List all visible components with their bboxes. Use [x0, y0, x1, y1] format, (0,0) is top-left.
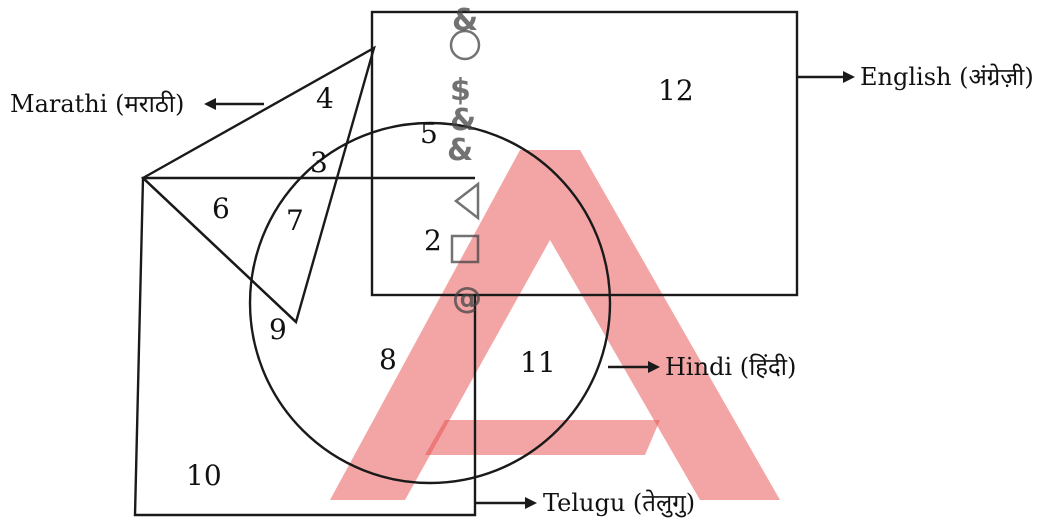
region-3: 3	[310, 146, 328, 179]
marathi-side-line	[142, 177, 297, 323]
region-7: 7	[286, 204, 304, 237]
region-5: 5	[420, 117, 438, 150]
region-12: 12	[658, 74, 694, 107]
region-8: 8	[379, 343, 397, 376]
region-4: 4	[316, 82, 334, 115]
watermark-logo	[330, 150, 780, 500]
hindi-arrowhead	[648, 361, 660, 373]
english-arrowhead	[843, 71, 855, 83]
marathi-arrowhead	[204, 98, 216, 110]
telugu-arrowhead	[525, 497, 537, 509]
symbol-dollar: $	[450, 73, 471, 108]
symbol-at: @	[452, 281, 482, 316]
square-symbol	[450, 234, 480, 264]
region-2: 2	[424, 224, 442, 257]
telugu-square	[133, 176, 477, 517]
triangle-symbol	[453, 181, 480, 221]
region-10: 10	[186, 459, 222, 492]
region-9: 9	[269, 313, 287, 346]
region-6: 6	[212, 192, 230, 225]
region-11: 11	[520, 346, 556, 379]
symbol-amp-2: &	[447, 133, 473, 168]
circle-symbol	[449, 29, 481, 61]
hindi-circle	[248, 121, 612, 485]
english-rectangle	[370, 10, 799, 297]
telugu-label: Telugu (तेलुगु)	[543, 489, 695, 518]
symbols-column: & $ & & @	[447, 3, 482, 316]
english-label: English (अंग्रेज़ी)	[860, 63, 1034, 91]
symbol-amp-1: &	[450, 103, 476, 138]
marathi-label: Marathi (मराठी)	[10, 90, 184, 118]
hindi-label: Hindi (हिंदी)	[665, 353, 796, 381]
